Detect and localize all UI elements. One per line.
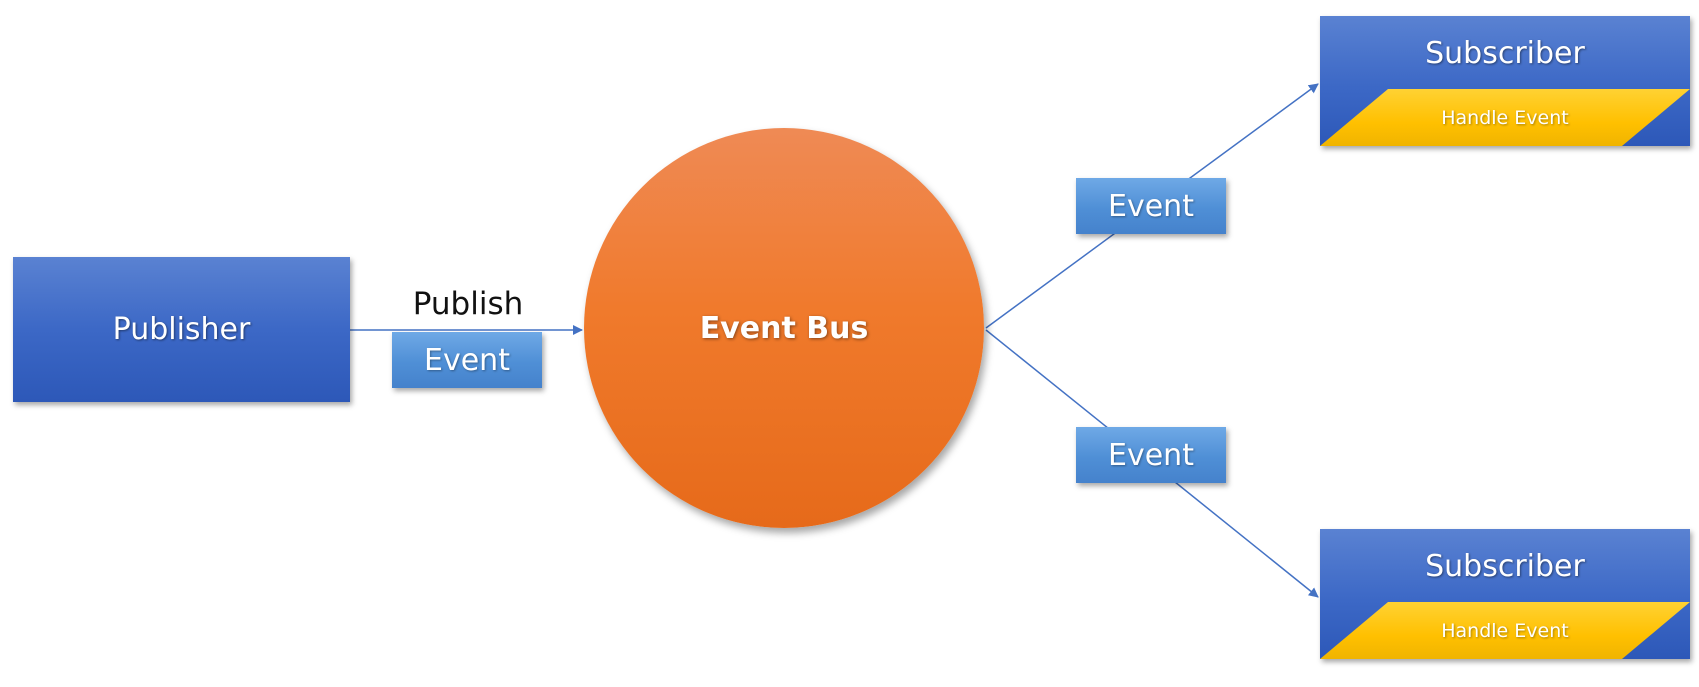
- subscriber-bottom-box: Subscriber Handle Event: [1320, 529, 1690, 659]
- subscriber-top-box: Subscriber Handle Event: [1320, 16, 1690, 146]
- publish-event-label: Event: [424, 342, 510, 378]
- subscriber-bottom-event-label: Event: [1108, 437, 1194, 473]
- publish-event-tag: Event: [392, 332, 542, 388]
- event-bus-label: Event Bus: [699, 310, 869, 346]
- subscriber-top-event-tag: Event: [1076, 178, 1226, 234]
- event-bus-circle: Event Bus: [584, 128, 984, 528]
- subscriber-top-handler: Handle Event: [1320, 89, 1690, 146]
- subscriber-bottom-handler-label: Handle Event: [1441, 619, 1569, 642]
- subscriber-bottom-handler: Handle Event: [1320, 602, 1690, 659]
- subscriber-top-handler-label: Handle Event: [1441, 106, 1569, 129]
- subscriber-bottom-label: Subscriber: [1425, 549, 1585, 584]
- publish-label: Publish: [412, 286, 524, 322]
- subscriber-top-event-label: Event: [1108, 188, 1194, 224]
- subscriber-top-label: Subscriber: [1425, 36, 1585, 71]
- subscriber-bottom-event-tag: Event: [1076, 427, 1226, 483]
- publisher-box: Publisher: [13, 257, 350, 402]
- publisher-label: Publisher: [112, 312, 251, 347]
